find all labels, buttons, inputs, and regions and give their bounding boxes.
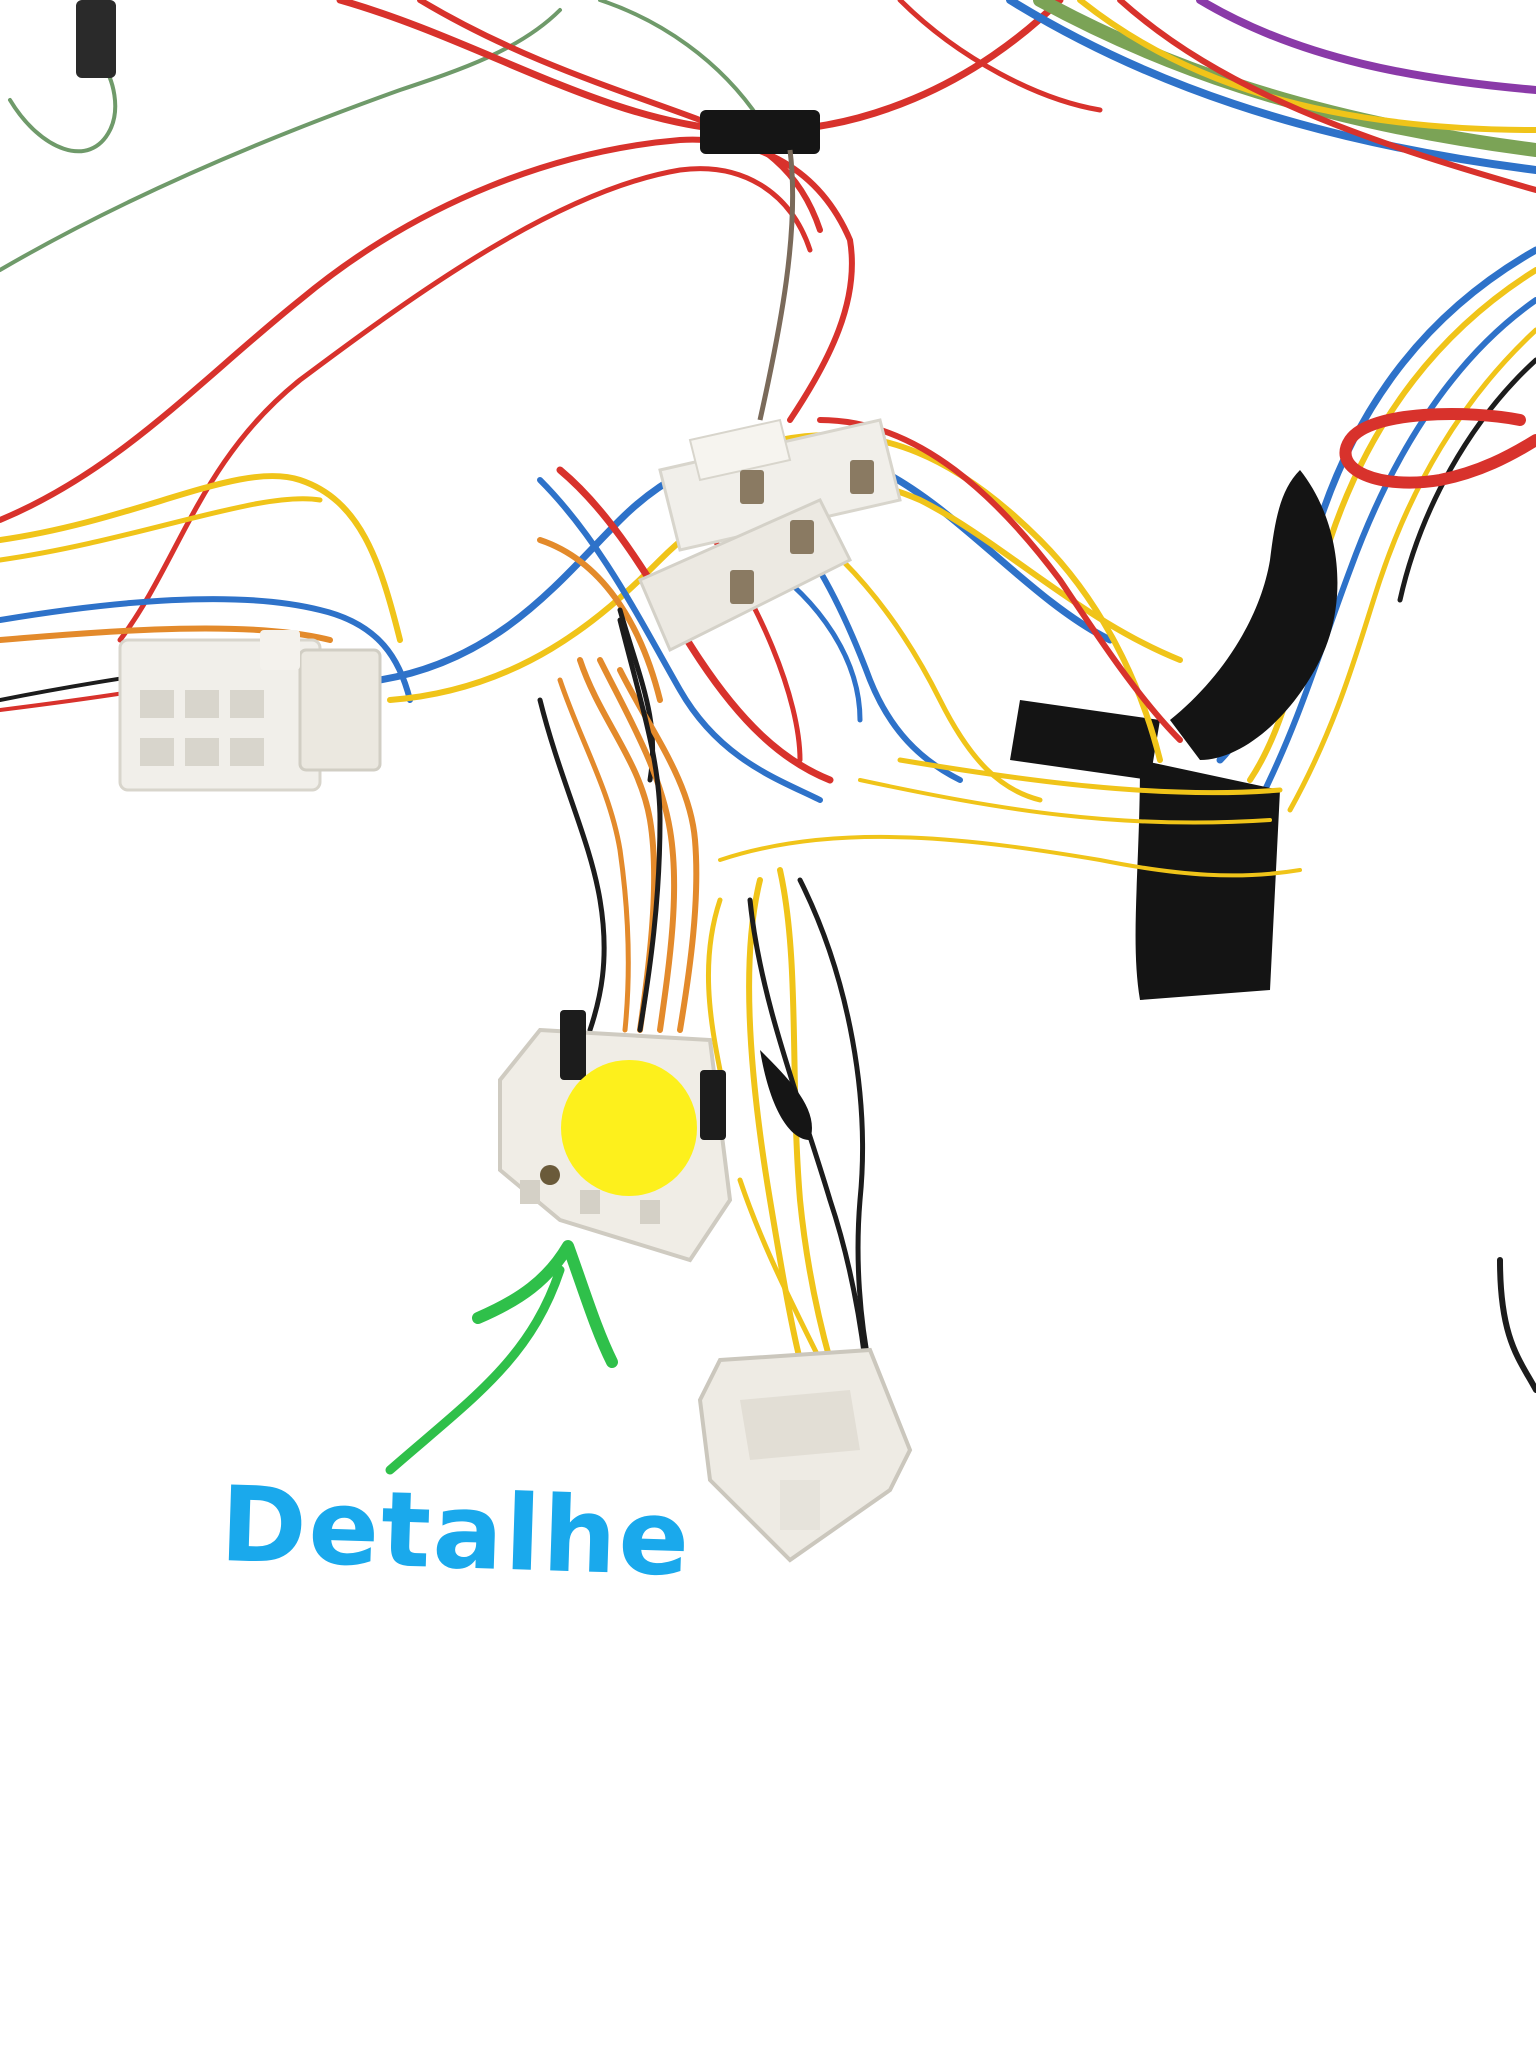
green-wire — [0, 0, 762, 272]
connector-left — [118, 630, 382, 792]
wires-to-connector — [537, 617, 723, 1073]
grey-wire — [757, 149, 796, 421]
small-tape — [760, 1050, 812, 1140]
tape-red-wires — [700, 110, 820, 154]
wires-to-bottom-connector — [737, 867, 873, 1373]
annotation-label: Detalhe — [218, 1463, 694, 1600]
black-wire-right — [1497, 1257, 1536, 1393]
connector-bottom — [697, 1347, 913, 1563]
tiny-connector-top-left — [76, 0, 116, 78]
yellow-highlight-dot — [561, 1060, 697, 1196]
green-arrow-icon — [385, 1240, 618, 1475]
top-right-bundle — [1006, 0, 1536, 193]
connector-top-center — [638, 418, 902, 653]
red-wires — [0, 0, 1103, 643]
electrical-tape — [1010, 470, 1338, 1000]
